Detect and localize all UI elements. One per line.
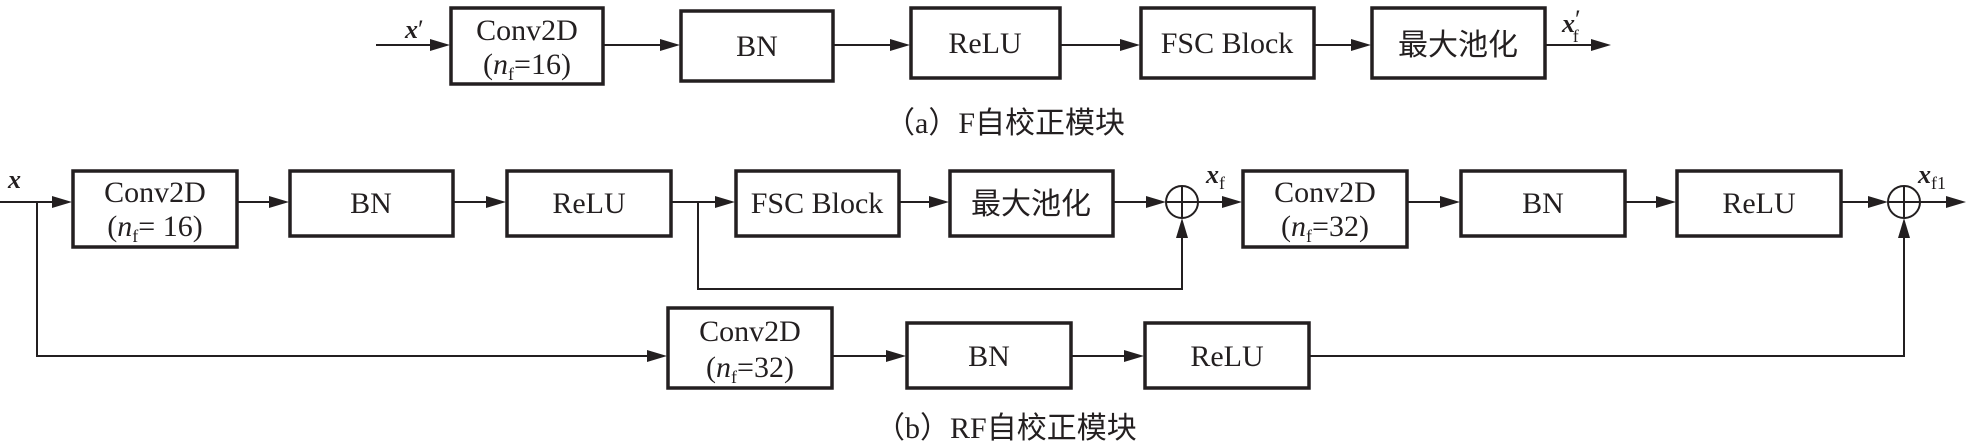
block-fsc-a: FSC Block <box>1139 6 1316 80</box>
output-label-a: x′f <box>1561 5 1581 46</box>
arrow-icon <box>1176 218 1188 238</box>
block-maxpool-b: 最大池化 <box>948 169 1115 238</box>
block-relu-branch: ReLU <box>1143 321 1311 390</box>
block-param: (nf=32) <box>706 351 794 387</box>
sum-node-2 <box>1887 185 1921 219</box>
arrow-icon <box>1591 39 1611 51</box>
block-label: Conv2D <box>1274 176 1376 209</box>
block-label: FSC Block <box>751 187 884 220</box>
block-label: 最大池化 <box>971 187 1091 222</box>
block-param: (nf=16) <box>483 48 571 84</box>
block-label: Conv2D <box>476 14 578 47</box>
block-conv2d-32-b: Conv2D (nf=32) <box>1241 169 1409 249</box>
branch-wire-out <box>1309 228 1905 357</box>
arrow-icon <box>886 350 906 362</box>
arrow-icon <box>1222 196 1242 208</box>
arrow-icon <box>1146 196 1166 208</box>
block-fsc-b: FSC Block <box>734 169 901 238</box>
diagram-a: x′ Conv2D (nf=16) BN ReLU FSC Block <box>376 5 1611 141</box>
block-bn-branch: BN <box>905 321 1073 390</box>
arrow-icon <box>430 39 450 51</box>
arrow-icon <box>52 196 72 208</box>
block-label: BN <box>350 187 392 220</box>
caption-a: （a）F自校正模块 <box>885 106 1125 141</box>
arrow-icon <box>486 196 506 208</box>
arrow-icon <box>929 196 949 208</box>
block-label: Conv2D <box>104 176 206 209</box>
block-label: ReLU <box>948 27 1022 60</box>
arrow-icon <box>890 39 910 51</box>
block-bn-a: BN <box>679 9 835 83</box>
arrow-icon <box>1124 350 1144 362</box>
arrow-icon <box>647 350 667 362</box>
block-bn-b1: BN <box>288 169 455 238</box>
arrow-icon <box>1868 196 1888 208</box>
caption-b: （b）RF自校正模块 <box>875 411 1137 445</box>
arrow-icon <box>1898 218 1910 238</box>
block-label: ReLU <box>552 187 626 220</box>
input-label-a: x′ <box>404 15 424 44</box>
sum-node-1 <box>1165 185 1199 219</box>
block-label: 最大池化 <box>1398 28 1518 63</box>
arrow-icon <box>1946 196 1966 208</box>
arrow-icon <box>269 196 289 208</box>
block-label: ReLU <box>1190 340 1264 373</box>
block-bn-b2: BN <box>1459 169 1627 238</box>
arrow-icon <box>1120 39 1140 51</box>
block-param: (nf= 16) <box>107 210 202 246</box>
block-conv2d-16-b: Conv2D (nf= 16) <box>71 169 239 249</box>
input-label-b: x <box>7 165 21 194</box>
arrow-icon <box>715 196 735 208</box>
block-maxpool-a: 最大池化 <box>1370 6 1547 80</box>
block-label: BN <box>1522 187 1564 220</box>
block-conv2d-32-branch: Conv2D (nf=32) <box>666 306 834 390</box>
arrow-icon <box>1351 39 1371 51</box>
output-label-xf1: xf1 <box>1917 160 1946 193</box>
block-label: BN <box>736 30 778 63</box>
block-conv2d-a: Conv2D (nf=16) <box>449 6 605 86</box>
block-relu-b2: ReLU <box>1675 169 1843 238</box>
arrow-icon <box>660 39 680 51</box>
block-label: FSC Block <box>1161 27 1294 60</box>
arrow-icon <box>1440 196 1460 208</box>
block-label: BN <box>968 340 1010 373</box>
block-relu-b1: ReLU <box>505 169 673 238</box>
block-relu-a: ReLU <box>909 6 1062 80</box>
block-param: (nf=32) <box>1281 210 1369 246</box>
mid-label-xf: xf <box>1205 160 1225 193</box>
block-label: ReLU <box>1722 187 1796 220</box>
arrow-icon <box>1656 196 1676 208</box>
skip-connection-1 <box>697 202 1183 290</box>
branch-wire-in <box>36 202 657 357</box>
diagram-b: x Conv2D (nf= 16) BN ReLU FSC Block <box>0 160 1966 445</box>
block-label: Conv2D <box>699 315 801 348</box>
